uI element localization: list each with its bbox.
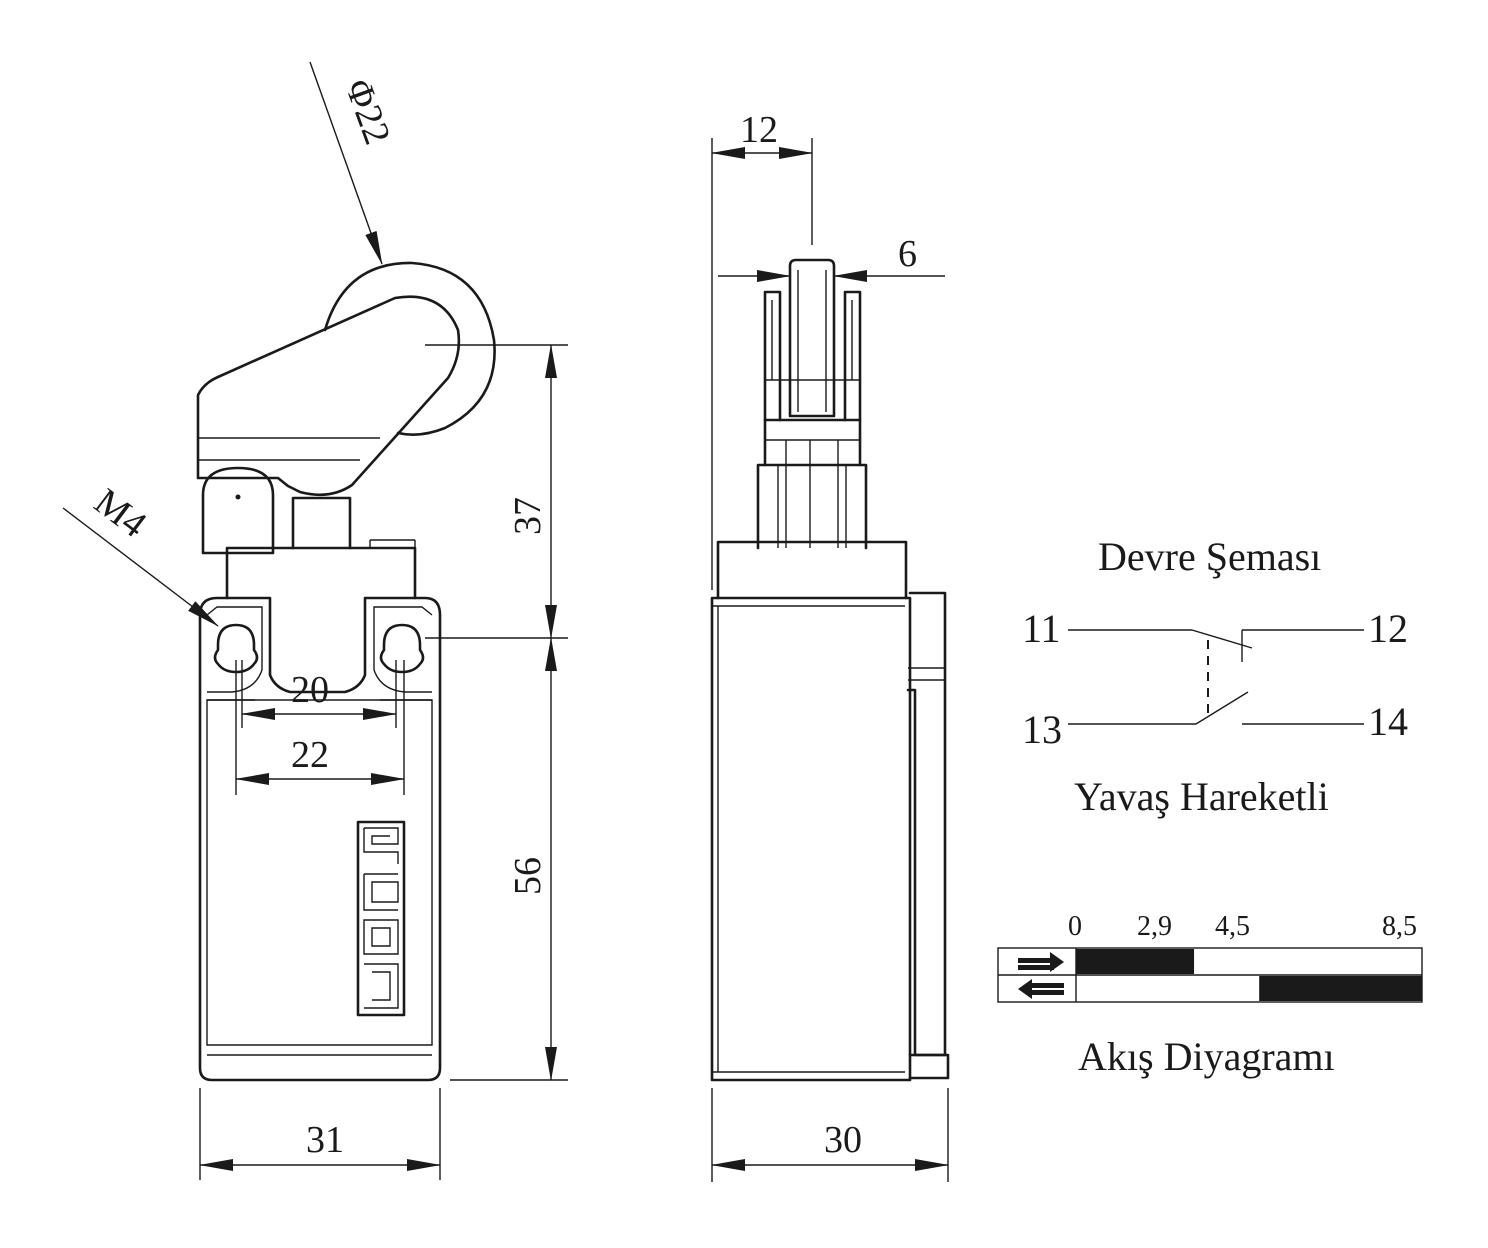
side-roller <box>788 258 836 418</box>
dim-roller-diameter-label: Φ22 <box>337 74 399 150</box>
side-body-outline <box>710 596 912 1082</box>
front-head-block <box>225 546 417 600</box>
front-lever-pivot <box>201 466 275 555</box>
mounting-hole-left <box>213 623 259 674</box>
front-body-outline <box>198 596 442 1082</box>
arrow-left-icon <box>1018 979 1064 999</box>
travel-diagram: 0 2,9 4,5 8,5 Akış Diyagramı <box>997 911 1423 1079</box>
front-roller <box>323 261 496 436</box>
dim-roller-width: 6 <box>898 233 917 275</box>
circuit-diagram: Devre Şeması 11 12 13 14 Yavaş Hareketli <box>1022 534 1408 819</box>
travel-title: Akış Diyagramı <box>1078 1034 1335 1079</box>
front-body-inner <box>206 699 433 1046</box>
travel-tick-0: 0 <box>1068 911 1082 942</box>
brand-logo <box>356 820 406 1017</box>
circuit-title: Devre Şeması <box>1098 534 1321 579</box>
dim-hole-spacing-outer: 22 <box>291 734 329 776</box>
dim-thread-label: M4 <box>87 481 154 546</box>
dim-height-upper: 37 <box>507 497 549 535</box>
dim-lever-width: 12 <box>740 109 778 151</box>
front-lever-arm <box>196 295 461 497</box>
travel-tick-8-5: 8,5 <box>1382 911 1417 942</box>
travel-tick-4-5: 4,5 <box>1215 911 1250 942</box>
terminal-14: 14 <box>1368 699 1408 744</box>
side-lever-forks <box>763 290 862 422</box>
side-view: 12 6 30 <box>710 109 950 1182</box>
side-cover <box>906 591 947 1057</box>
dim-width-front: 31 <box>306 1119 344 1161</box>
travel-bar-row-1 <box>1076 949 1195 974</box>
side-head-block <box>716 540 908 600</box>
terminal-11: 11 <box>1022 606 1061 651</box>
front-plunger <box>291 496 352 550</box>
travel-bar-row-2 <box>1259 976 1422 1001</box>
circuit-action-label: Yavaş Hareketli <box>1074 774 1329 819</box>
travel-tick-2-9: 2,9 <box>1137 911 1172 942</box>
dim-height-lower: 56 <box>507 857 549 895</box>
dim-hole-spacing-inner: 20 <box>291 669 329 711</box>
front-view: M4 Φ22 20 22 31 37 56 <box>62 61 568 1180</box>
arrow-right-icon <box>1018 952 1064 972</box>
side-actuator-housing <box>756 463 868 550</box>
mounting-hole-right <box>379 623 425 674</box>
dim-depth-side: 30 <box>824 1119 862 1161</box>
terminal-12: 12 <box>1368 606 1408 651</box>
terminal-13: 13 <box>1022 707 1062 752</box>
